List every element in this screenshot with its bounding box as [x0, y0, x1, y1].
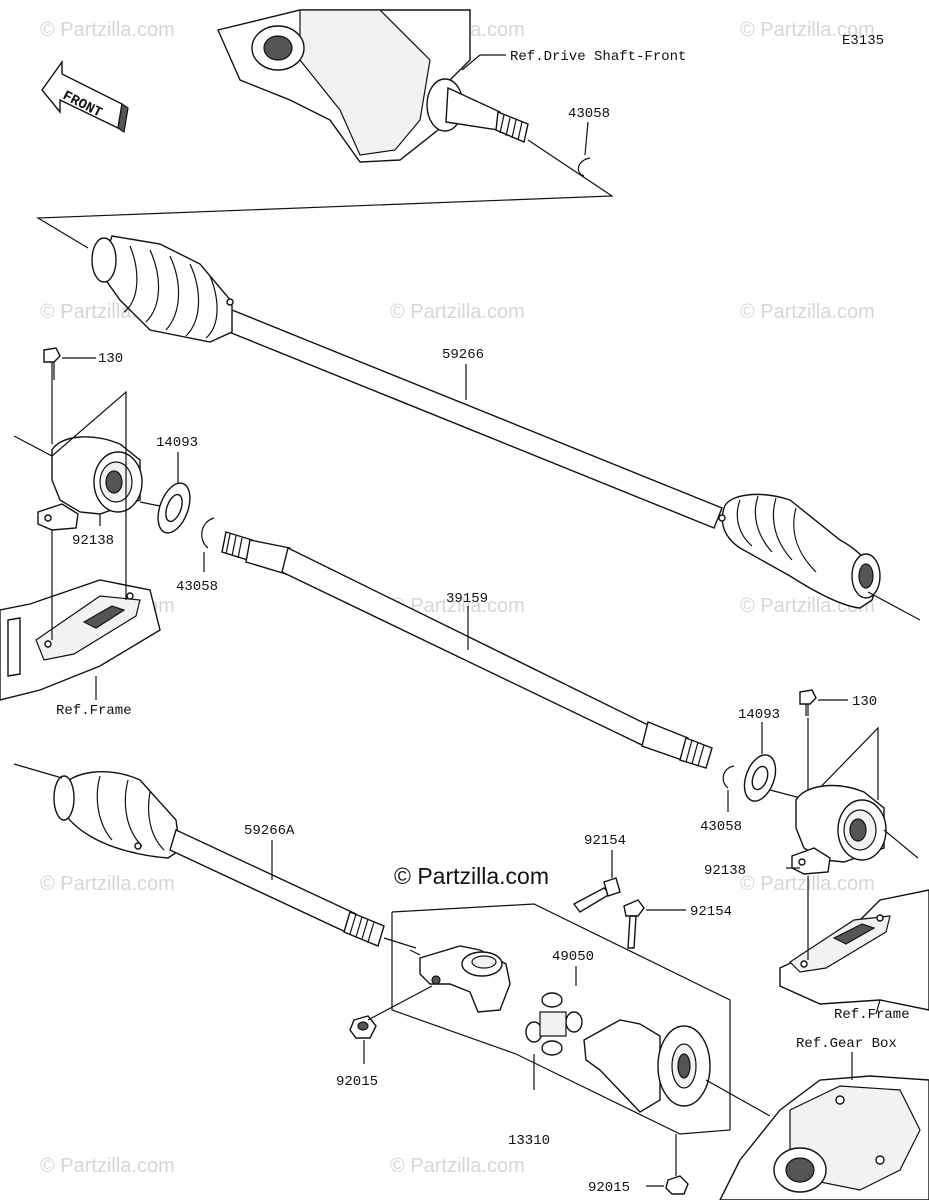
part-39159-label: 39159 [446, 591, 488, 607]
ref-frame-right-label: Ref.Frame [834, 1007, 910, 1023]
left-frame-bracket [0, 579, 161, 701]
part-43058-right-label: 43058 [700, 819, 742, 835]
front-gear-case [217, 9, 529, 163]
watermark-text: © Partzilla.com [740, 301, 875, 323]
right-center-bearing [791, 784, 887, 875]
cross-joint-49050 [525, 992, 583, 1056]
ref-drive-shaft-front-label: Ref.Drive Shaft-Front [510, 49, 686, 65]
rear-gear-box [719, 1075, 929, 1200]
watermark-text: © Partzilla.com [40, 873, 175, 895]
part-13310-label: 13310 [508, 1133, 550, 1149]
flange-yoke [583, 1019, 711, 1113]
part-43058-left-label: 43058 [176, 579, 218, 595]
ref-frame-left-label: Ref.Frame [56, 703, 132, 719]
watermark-text: © Partzilla.com [390, 301, 525, 323]
part-49050-label: 49050 [552, 949, 594, 965]
propeller-shaft-39159 [221, 531, 713, 769]
bolt-92154-b [623, 899, 645, 949]
diagram-code: E3135 [842, 33, 884, 49]
right-frame-bracket [779, 889, 929, 1011]
drive-shaft-59266 [91, 235, 881, 609]
part-14093-left-label: 14093 [156, 435, 198, 451]
part-92154-b-label: 92154 [690, 904, 732, 920]
part-92138-left-label: 92138 [72, 533, 114, 549]
watermark-text: © Partzilla.com [740, 19, 875, 41]
bolt-130-right [799, 689, 817, 716]
main-watermark: © Partzilla.com [394, 863, 549, 889]
yoke-part [419, 945, 511, 1013]
part-130-right-label: 130 [852, 694, 877, 710]
nut-92015-bottom [665, 1175, 689, 1195]
nut-92015-left [349, 1015, 377, 1039]
ref-gear-box-label: Ref.Gear Box [796, 1036, 897, 1052]
part-130-left-label: 130 [98, 351, 123, 367]
part-43058-top-label: 43058 [568, 106, 610, 122]
bolt-130-left [43, 347, 61, 380]
left-center-bearing [37, 436, 143, 531]
part-92138-right-label: 92138 [704, 863, 746, 879]
part-92154-a-label: 92154 [584, 833, 626, 849]
watermark-text: © Partzilla.com [390, 1155, 525, 1177]
front-arrow-icon: FRONT [41, 59, 129, 134]
watermark-text: © Partzilla.com [40, 19, 175, 41]
part-92015-bottom-label: 92015 [588, 1180, 630, 1196]
drive-shaft-59266a [53, 771, 385, 947]
part-59266a-label: 59266A [244, 823, 295, 839]
part-59266-label: 59266 [442, 347, 484, 363]
part-92015-left-label: 92015 [336, 1074, 378, 1090]
bolt-92154-a [572, 877, 621, 913]
watermark-text: © Partzilla.com [40, 1155, 175, 1177]
watermark-text: © Partzilla.com [390, 595, 525, 617]
watermark-text: © Partzilla.com [740, 873, 875, 895]
part-14093-right-label: 14093 [738, 707, 780, 723]
